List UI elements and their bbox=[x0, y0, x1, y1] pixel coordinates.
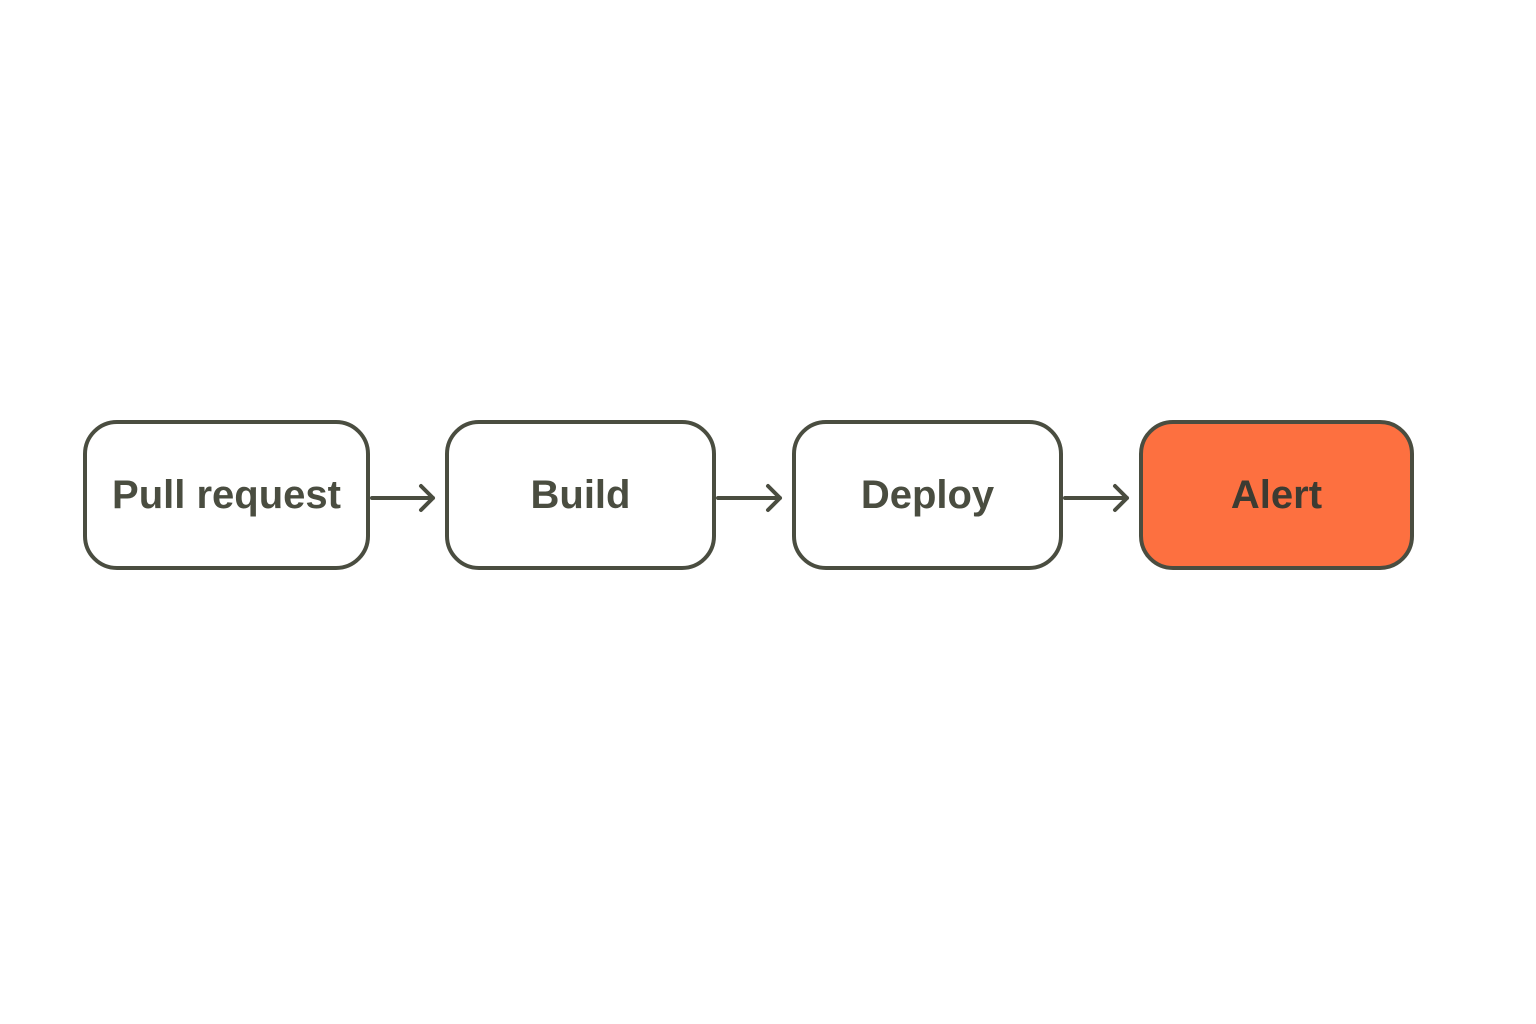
arrow-right-icon bbox=[716, 484, 782, 512]
node-alert: Alert bbox=[1139, 420, 1414, 570]
node-label: Pull request bbox=[112, 472, 341, 517]
node-label: Alert bbox=[1230, 472, 1323, 517]
node-label: Deploy bbox=[860, 472, 995, 517]
node-label: Build bbox=[530, 472, 631, 517]
arrow-right-icon bbox=[1063, 484, 1129, 512]
arrow-right-icon bbox=[370, 484, 435, 512]
node-deploy: Deploy bbox=[792, 420, 1063, 570]
node-pull-request: Pull request bbox=[83, 420, 370, 570]
node-build: Build bbox=[445, 420, 716, 570]
